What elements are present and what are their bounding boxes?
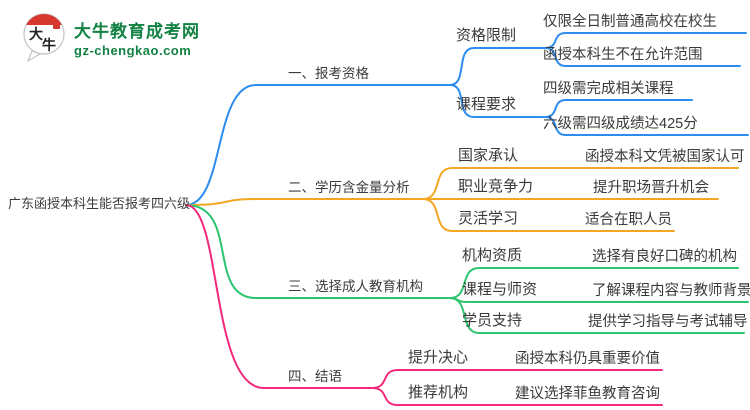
branch-2-sub-1-leaf-1[interactable]: 函授本科文凭被国家认可	[585, 149, 745, 165]
branch-2-sub-3[interactable]: 灵活学习	[458, 210, 519, 227]
branch-3-sub-2[interactable]: 课程与师资	[462, 281, 538, 298]
branch-1-sub-2-leaf-1[interactable]: 四级需完成相关课程	[543, 81, 674, 97]
branch-links-institution	[185, 204, 749, 334]
branch-4-sub-2[interactable]: 推荐机构	[408, 384, 469, 401]
central-topic[interactable]: 广东函授本科生能否报考四六级	[8, 196, 191, 211]
branch-1-label[interactable]: 一、报考资格	[288, 66, 369, 81]
branch-4-sub-1[interactable]: 提升决心	[408, 349, 469, 366]
site-url: gz-chengkao.com	[74, 42, 192, 58]
branch-3-sub-3[interactable]: 学员支持	[462, 312, 523, 329]
branch-links-eligibility	[185, 32, 749, 206]
branch-3-sub-1-leaf-1[interactable]: 选择有良好口碑的机构	[592, 249, 737, 265]
branch-2-sub-2-leaf-1[interactable]: 提升职场晋升机会	[593, 180, 709, 196]
branch-links-value	[185, 167, 739, 232]
branch-1-sub-1[interactable]: 资格限制	[456, 27, 517, 44]
branch-3-sub-2-leaf-1[interactable]: 了解课程内容与教师背景	[592, 283, 750, 299]
branch-3-sub-3-leaf-1[interactable]: 提供学习指导与考试辅导	[588, 314, 748, 330]
branch-4-sub-2-leaf-1[interactable]: 建议选择菲鱼教育咨询	[515, 386, 660, 402]
svg-text:大: 大	[29, 26, 43, 42]
branch-1-sub-1-leaf-2[interactable]: 函授本科生不在允许范围	[543, 47, 703, 63]
branch-4-label[interactable]: 四、结语	[288, 369, 342, 384]
branch-2-sub-3-leaf-1[interactable]: 适合在职人员	[585, 212, 672, 228]
branch-2-sub-1[interactable]: 国家承认	[458, 147, 519, 164]
branch-links-conclusion	[185, 204, 663, 406]
daniu-logo-icon: 大 牛	[23, 13, 65, 62]
branch-4-sub-1-leaf-1[interactable]: 函授本科仍具重要价值	[515, 351, 660, 367]
branch-3-label[interactable]: 三、选择成人教育机构	[288, 279, 423, 294]
branch-1-sub-2-leaf-2[interactable]: 六级需四级成绩达425分	[543, 116, 698, 132]
site-name: 大牛教育成考网	[74, 21, 200, 41]
site-logo[interactable]: 大 牛 大牛教育成考网 gz-chengkao.com	[20, 11, 210, 63]
branch-3-sub-1[interactable]: 机构资质	[462, 247, 523, 264]
branch-2-label[interactable]: 二、学历含金量分析	[288, 180, 410, 195]
branch-1-sub-1-leaf-1[interactable]: 仅限全日制普通高校在校生	[543, 14, 717, 30]
svg-text:牛: 牛	[42, 37, 56, 53]
branch-1-sub-2[interactable]: 课程要求	[456, 96, 517, 113]
branch-2-sub-2[interactable]: 职业竞争力	[458, 178, 534, 195]
